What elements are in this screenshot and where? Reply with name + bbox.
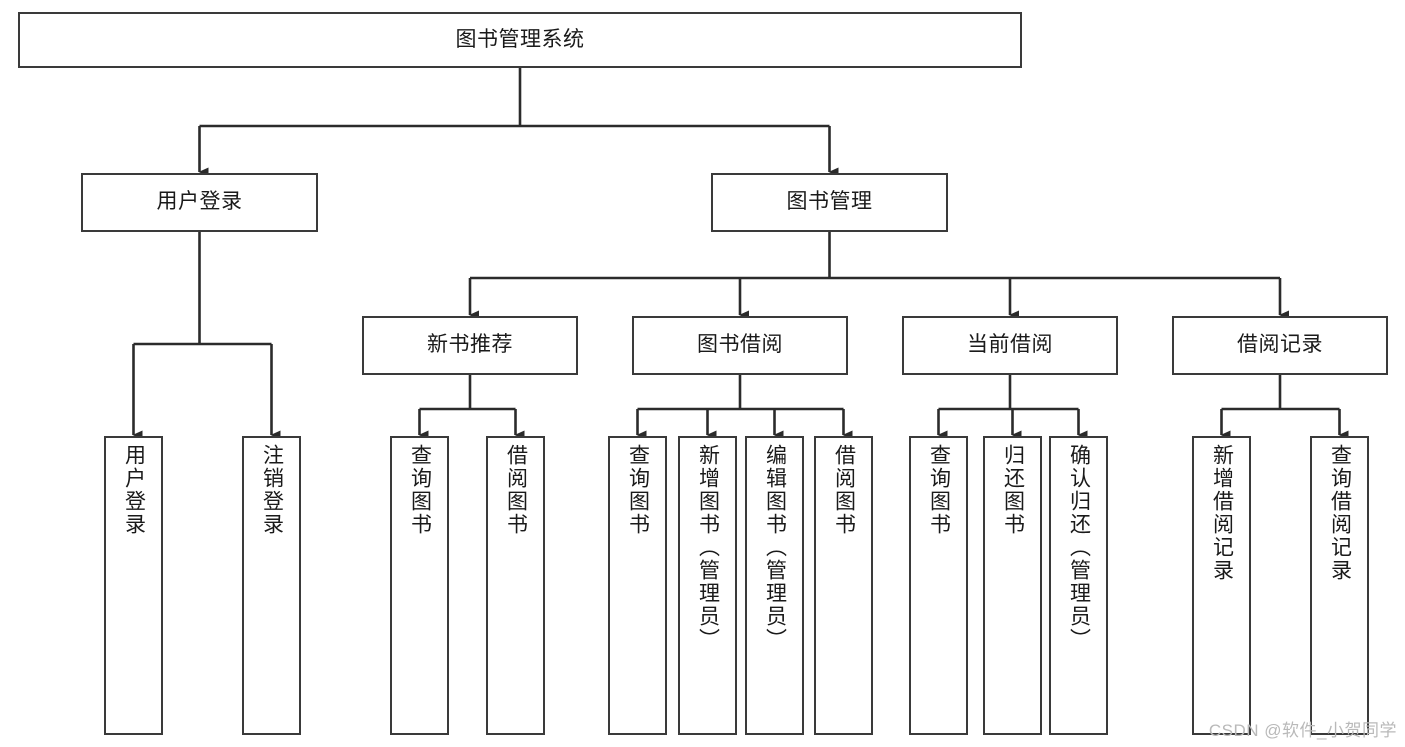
node-label: 当前借阅 xyxy=(967,333,1053,357)
watermark-text: CSDN @软件_小贺同学 xyxy=(1208,721,1397,740)
node-label: 新增图书（管理员） xyxy=(696,444,720,651)
node-label: 新书推荐 xyxy=(427,333,513,357)
node-n3d[interactable]: 借阅记录 xyxy=(1172,316,1388,375)
node-l4[interactable]: 借阅图书 xyxy=(486,436,545,735)
node-label: 图书借阅 xyxy=(697,333,783,357)
edge-group xyxy=(132,68,1349,440)
node-l9[interactable]: 查询图书 xyxy=(909,436,968,735)
node-label: 归还图书 xyxy=(1001,444,1025,536)
node-l10[interactable]: 归还图书 xyxy=(983,436,1042,735)
node-label: 用户登录 xyxy=(122,444,146,536)
node-l5[interactable]: 查询图书 xyxy=(608,436,667,735)
node-label: 查询借阅记录 xyxy=(1328,444,1352,582)
node-label: 图书管理 xyxy=(786,190,873,214)
node-label: 借阅图书 xyxy=(504,444,528,536)
node-label: 借阅记录 xyxy=(1237,333,1323,357)
node-l3[interactable]: 查询图书 xyxy=(390,436,449,735)
node-l12[interactable]: 新增借阅记录 xyxy=(1192,436,1251,735)
node-l2[interactable]: 注销登录 xyxy=(242,436,301,735)
node-label: 新增借阅记录 xyxy=(1210,444,1234,582)
node-l6[interactable]: 新增图书（管理员） xyxy=(678,436,737,735)
node-label: 用户登录 xyxy=(156,190,243,214)
node-label: 注销登录 xyxy=(260,444,284,536)
node-label: 借阅图书 xyxy=(832,444,856,536)
node-label: 查询图书 xyxy=(408,444,432,536)
node-label: 编辑图书（管理员） xyxy=(763,444,787,651)
node-n2a[interactable]: 用户登录 xyxy=(81,173,318,232)
node-label: 图书管理系统 xyxy=(455,27,585,51)
node-root[interactable]: 图书管理系统 xyxy=(18,12,1022,68)
node-label: 查询图书 xyxy=(626,444,650,536)
node-n3b[interactable]: 图书借阅 xyxy=(632,316,848,375)
node-n3a[interactable]: 新书推荐 xyxy=(362,316,578,375)
node-label: 查询图书 xyxy=(927,444,951,536)
node-l11[interactable]: 确认归还（管理员） xyxy=(1049,436,1108,735)
node-l7[interactable]: 编辑图书（管理员） xyxy=(745,436,804,735)
node-n2b[interactable]: 图书管理 xyxy=(711,173,948,232)
node-l1[interactable]: 用户登录 xyxy=(104,436,163,735)
node-l8[interactable]: 借阅图书 xyxy=(814,436,873,735)
node-n3c[interactable]: 当前借阅 xyxy=(902,316,1118,375)
node-l13[interactable]: 查询借阅记录 xyxy=(1310,436,1369,735)
node-label: 确认归还（管理员） xyxy=(1067,444,1091,651)
